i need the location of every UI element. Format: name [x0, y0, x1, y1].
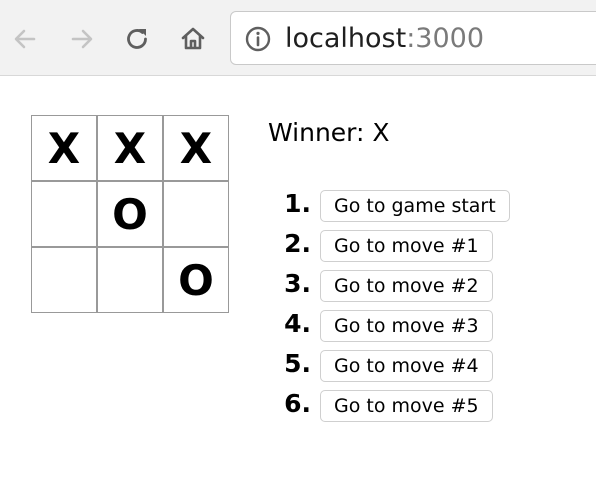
browser-toolbar: localhost:3000: [0, 0, 596, 76]
board-square[interactable]: O: [97, 181, 163, 247]
move-number: 1.: [284, 188, 311, 218]
board-square[interactable]: [163, 181, 229, 247]
move-number: 4.: [284, 308, 311, 338]
board-square[interactable]: X: [163, 115, 229, 181]
jump-to-move-button[interactable]: Go to move #1: [320, 230, 493, 262]
jump-to-move-button[interactable]: Go to game start: [320, 190, 510, 222]
move-number: 5.: [284, 348, 311, 378]
home-icon: [181, 27, 205, 50]
move-number: 3.: [284, 268, 311, 298]
info-icon[interactable]: [245, 26, 271, 52]
move-list-item: 4. Go to move #3: [278, 306, 510, 346]
move-list-item: 3. Go to move #2: [278, 266, 510, 306]
move-list-item: 1. Go to game start: [278, 186, 510, 226]
jump-to-move-button[interactable]: Go to move #3: [320, 310, 493, 342]
url-port: :3000: [406, 23, 485, 54]
move-list-item: 5. Go to move #4: [278, 346, 510, 386]
move-list-item: 2. Go to move #1: [278, 226, 510, 266]
back-button[interactable]: [8, 22, 42, 56]
jump-to-move-button[interactable]: Go to move #4: [320, 350, 493, 382]
board-square[interactable]: X: [31, 115, 97, 181]
url-host: localhost: [285, 23, 407, 54]
url-text[interactable]: localhost:3000: [285, 21, 484, 57]
move-list-item: 6. Go to move #5: [278, 386, 510, 426]
move-number: 2.: [284, 228, 311, 258]
board-square[interactable]: [97, 247, 163, 313]
forward-button[interactable]: [65, 22, 99, 56]
move-history-list: 1. Go to game start 2. Go to move #1 3. …: [278, 186, 510, 426]
jump-to-move-button[interactable]: Go to move #5: [320, 390, 493, 422]
board-square[interactable]: O: [163, 247, 229, 313]
reload-icon: [127, 29, 147, 49]
arrow-right-icon: [71, 29, 93, 49]
game-board: X X X O O: [31, 115, 229, 313]
jump-to-move-button[interactable]: Go to move #2: [320, 270, 493, 302]
move-number: 6.: [284, 388, 311, 418]
game-status: Winner: X: [268, 118, 390, 147]
home-button[interactable]: [176, 22, 210, 56]
board-square[interactable]: [31, 181, 97, 247]
board-square[interactable]: [31, 247, 97, 313]
address-bar[interactable]: localhost:3000: [230, 11, 596, 65]
reload-button[interactable]: [120, 22, 154, 56]
board-square[interactable]: X: [97, 115, 163, 181]
arrow-left-icon: [14, 29, 36, 49]
